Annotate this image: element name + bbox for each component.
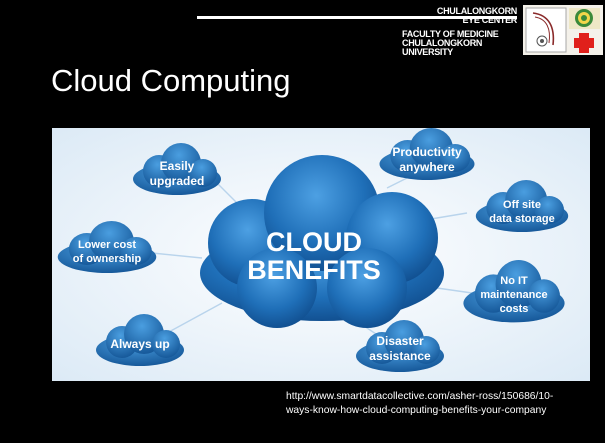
eye-center-name: CHULALONGKORN EYE CENTER [436,6,517,25]
central-cloud [200,155,444,328]
benefit-lower-cost: Lower cost of ownership [57,221,157,273]
header-rule [197,16,517,19]
cloud-benefits-diagram: CLOUD BENEFITS Easily upgraded Productiv… [52,128,590,381]
benefit-label: No IT [500,275,528,287]
benefit-always-up: Always up [96,314,184,366]
benefit-productivity-anywhere: Productivity anywhere [379,128,475,180]
faculty-logo [523,5,603,55]
benefit-label: data storage [489,213,554,225]
benefit-label: Lower cost [78,239,136,251]
benefit-disaster-assistance: Disaster assistance [356,320,444,372]
faculty-line: FACULTY OF MEDICINE [402,29,499,39]
slide-title: Cloud Computing [51,63,291,98]
benefit-no-it-maintenance: No IT maintenance costs [463,260,565,323]
benefit-label: Disaster [376,334,424,348]
faculty-name: FACULTY OF MEDICINE CHULALONGKORN UNIVER… [402,30,517,57]
cloud-title-line1: CLOUD [266,227,362,257]
source-url: http://www.smartdatacollective.com/asher… [286,390,586,418]
benefit-label: Off site [503,199,541,211]
benefit-label: costs [500,303,529,315]
benefit-label: upgraded [150,174,205,188]
benefit-label: Productivity [392,145,462,159]
benefit-off-site-storage: Off site data storage [475,180,569,232]
benefit-label: Easily [160,159,195,173]
source-url-line2: ways-know-how-cloud-computing-benefits-y… [286,405,547,416]
benefit-label: anywhere [399,160,455,174]
benefit-label: of ownership [73,253,142,265]
university-line: CHULALONGKORN UNIVERSITY [402,38,483,57]
cloud-title-line2: BENEFITS [247,255,381,285]
benefit-label: Always up [110,337,169,351]
benefit-easily-upgraded: Easily upgraded [133,143,221,195]
benefit-label: maintenance [480,289,547,301]
source-url-line1: http://www.smartdatacollective.com/asher… [286,391,554,402]
benefit-label: assistance [369,349,431,363]
